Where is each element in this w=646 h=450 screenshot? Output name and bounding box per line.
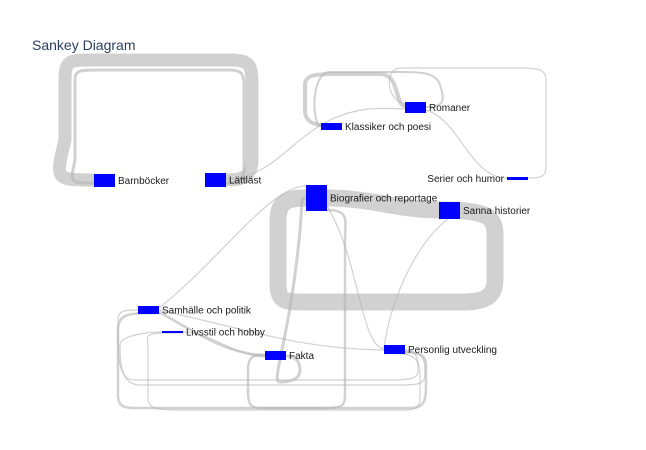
sankey-link-klassiker-to-romaner (303, 72, 406, 128)
sankey-node-personlig[interactable] (384, 345, 405, 354)
sankey-link-serier-to-romaner (388, 67, 547, 179)
sankey-link-lattlast-to-romaner (225, 107, 406, 180)
sankey-node-label-livsstil: Livsstil och hobby (186, 328, 265, 339)
sankey-node-label-biografier: Biografier och reportage (330, 194, 438, 205)
sankey-node-biografier[interactable] (306, 185, 327, 211)
sankey-link-samhalle-to-biografier (158, 185, 307, 309)
sankey-node-label-lattlast: Lättläst (229, 176, 261, 187)
sankey-node-label-serier: Serier och humor (427, 174, 504, 185)
sankey-node-label-romaner: Romaner (429, 103, 471, 114)
sankey-node-lattlast[interactable] (205, 173, 226, 187)
sankey-link-livsstil-to-fakta (182, 331, 266, 358)
sankey-node-label-samhalle: Samhälle och politik (162, 306, 252, 317)
sankey-node-label-klassiker: Klassiker och poesi (345, 122, 431, 133)
sankey-link-fakta-to-biografier (275, 196, 307, 384)
sankey-link-personlig-to-livsstil (119, 331, 426, 386)
sankey-node-klassiker[interactable] (321, 123, 342, 130)
sankey-link-personlig-to-samhalle (117, 309, 419, 381)
sankey-link-samhalle-to-fakta (158, 310, 266, 357)
sankey-link-livsstil-to-personlig (146, 332, 421, 411)
sankey-node-sanna[interactable] (439, 202, 460, 219)
sankey-link-samhalle-to-personlig (158, 309, 385, 351)
sankey-node-serier[interactable] (507, 177, 528, 180)
links-layer (52, 53, 547, 411)
sankey-node-label-sanna: Sanna historier (463, 206, 531, 217)
sankey-link-sanna-to-personlig (383, 211, 461, 349)
sankey-link-barnbocker-to-lattlast (52, 53, 259, 187)
sankey-link-romaner-to-klassiker (313, 71, 444, 127)
sankey-link-romaner-to-serier (425, 109, 508, 179)
sankey-node-label-fakta: Fakta (289, 351, 314, 362)
sankey-node-livsstil[interactable] (162, 331, 183, 333)
sankey-link-biografier-to-personlig (326, 205, 385, 350)
sankey-node-romaner[interactable] (405, 102, 426, 113)
labels-layer: Barnböcker Lättläst Klassiker och poesi Rom… (118, 103, 531, 362)
sankey-node-samhalle[interactable] (138, 306, 159, 314)
sankey-node-barnbocker[interactable] (94, 174, 115, 187)
sankey-node-fakta[interactable] (265, 351, 286, 360)
nodes-layer (94, 102, 528, 360)
sankey-node-label-personlig: Personlig utveckling (408, 345, 497, 356)
sankey-node-label-barnbocker: Barnböcker (118, 176, 170, 187)
chart-title: Sankey Diagram (32, 37, 136, 53)
sankey-link-samhalle-to-personlig (116, 311, 428, 410)
sankey-link-biografier-to-sanna (269, 189, 504, 311)
